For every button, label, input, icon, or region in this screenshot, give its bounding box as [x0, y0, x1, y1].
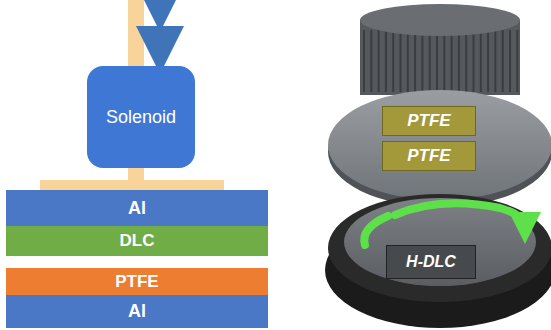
gear-tooth [443, 30, 445, 92]
gear-tooth [516, 30, 518, 92]
node-label: H-DLC [406, 253, 456, 271]
gear-tooth [385, 30, 387, 92]
gear-tooth [392, 30, 394, 92]
gear-tooth [487, 30, 489, 92]
base-top [328, 194, 551, 302]
node-label: PTFE [407, 111, 450, 131]
layer-band: Al [6, 190, 268, 226]
lower-disc [344, 198, 536, 286]
gear-tooth [400, 30, 402, 92]
motion-arrow [157, 8, 163, 50]
layer-band: DLC [6, 226, 268, 256]
gear-tooth [480, 30, 482, 92]
gear-tooth [458, 30, 460, 92]
gear-tooth [421, 30, 423, 92]
node-label: PTFE [115, 272, 158, 292]
plate [40, 180, 224, 190]
rotation-arrow [364, 216, 388, 245]
node-label: DLC [120, 231, 155, 251]
gear-tooth [378, 30, 380, 92]
node-label: Al [128, 198, 146, 219]
rod [128, 0, 144, 70]
node-label: PTFE [407, 146, 450, 166]
upper-disc [328, 90, 551, 200]
layer-band: Al [6, 295, 268, 328]
sample-plate: PTFE [382, 106, 476, 136]
gear-tooth [429, 30, 431, 92]
gear-tooth [370, 30, 372, 92]
gear-tooth [407, 30, 409, 92]
gear-tooth [509, 30, 511, 92]
gear-tooth [473, 30, 475, 92]
layer-band: PTFE [6, 268, 268, 295]
rod [128, 166, 144, 182]
rotation-arrow [395, 203, 525, 228]
gear-tooth [502, 30, 504, 92]
gear-top [360, 4, 520, 36]
gear-tooth [494, 30, 496, 92]
gear-tooth [363, 30, 365, 92]
gear-tooth [414, 30, 416, 92]
sample-plate: PTFE [382, 141, 476, 171]
gear-tooth [451, 30, 453, 92]
sample-plate: H-DLC [386, 245, 476, 279]
gear-tooth [465, 30, 467, 92]
gear-tooth [436, 30, 438, 92]
node-label: Solenoid [106, 107, 176, 128]
node-label: Al [128, 301, 146, 322]
solenoid-box: Solenoid [87, 66, 195, 168]
